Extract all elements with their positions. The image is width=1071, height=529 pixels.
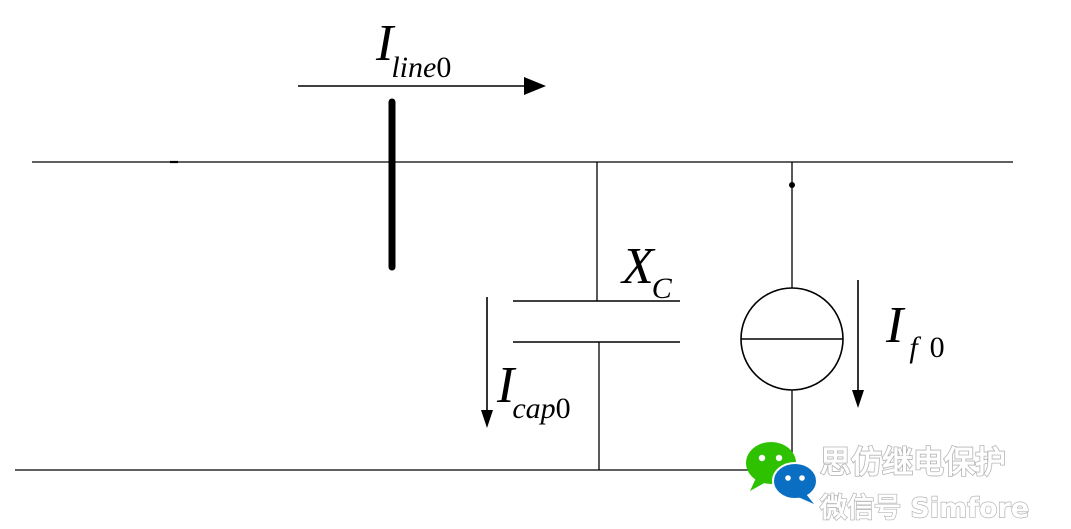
- fault-current-subscript-number: 0: [930, 331, 945, 364]
- reactance-subscript: C: [652, 272, 673, 305]
- line-current-subscript: line: [391, 51, 436, 84]
- watermark-title: 思仿继电保护: [820, 445, 1006, 481]
- capacitor-reactance-label: XC: [620, 238, 673, 305]
- capacitor-current-subscript-number: 0: [556, 392, 571, 425]
- reactance-symbol: X: [620, 238, 656, 295]
- watermark-subtitle: 微信号 Simfore: [819, 493, 1029, 524]
- line-current-symbol: I: [375, 15, 396, 72]
- capacitor-current-arrow: [481, 297, 493, 428]
- line-current-arrow: [298, 77, 546, 95]
- fault-current-subscript: f: [909, 331, 921, 364]
- capacitor-branch: [513, 162, 680, 470]
- capacitor-current-subscript: cap: [512, 392, 555, 425]
- fault-current-arrow: [852, 280, 864, 408]
- wechat-icon: [746, 442, 818, 504]
- fault-current-symbol: I: [885, 297, 906, 354]
- current-source-branch: [740, 162, 844, 470]
- capacitor-current-label: Icap0: [496, 357, 571, 425]
- capacitor-current-symbol: I: [496, 357, 517, 414]
- line-current-label: Iline0: [375, 15, 451, 84]
- line-current-subscript-number: 0: [436, 51, 451, 84]
